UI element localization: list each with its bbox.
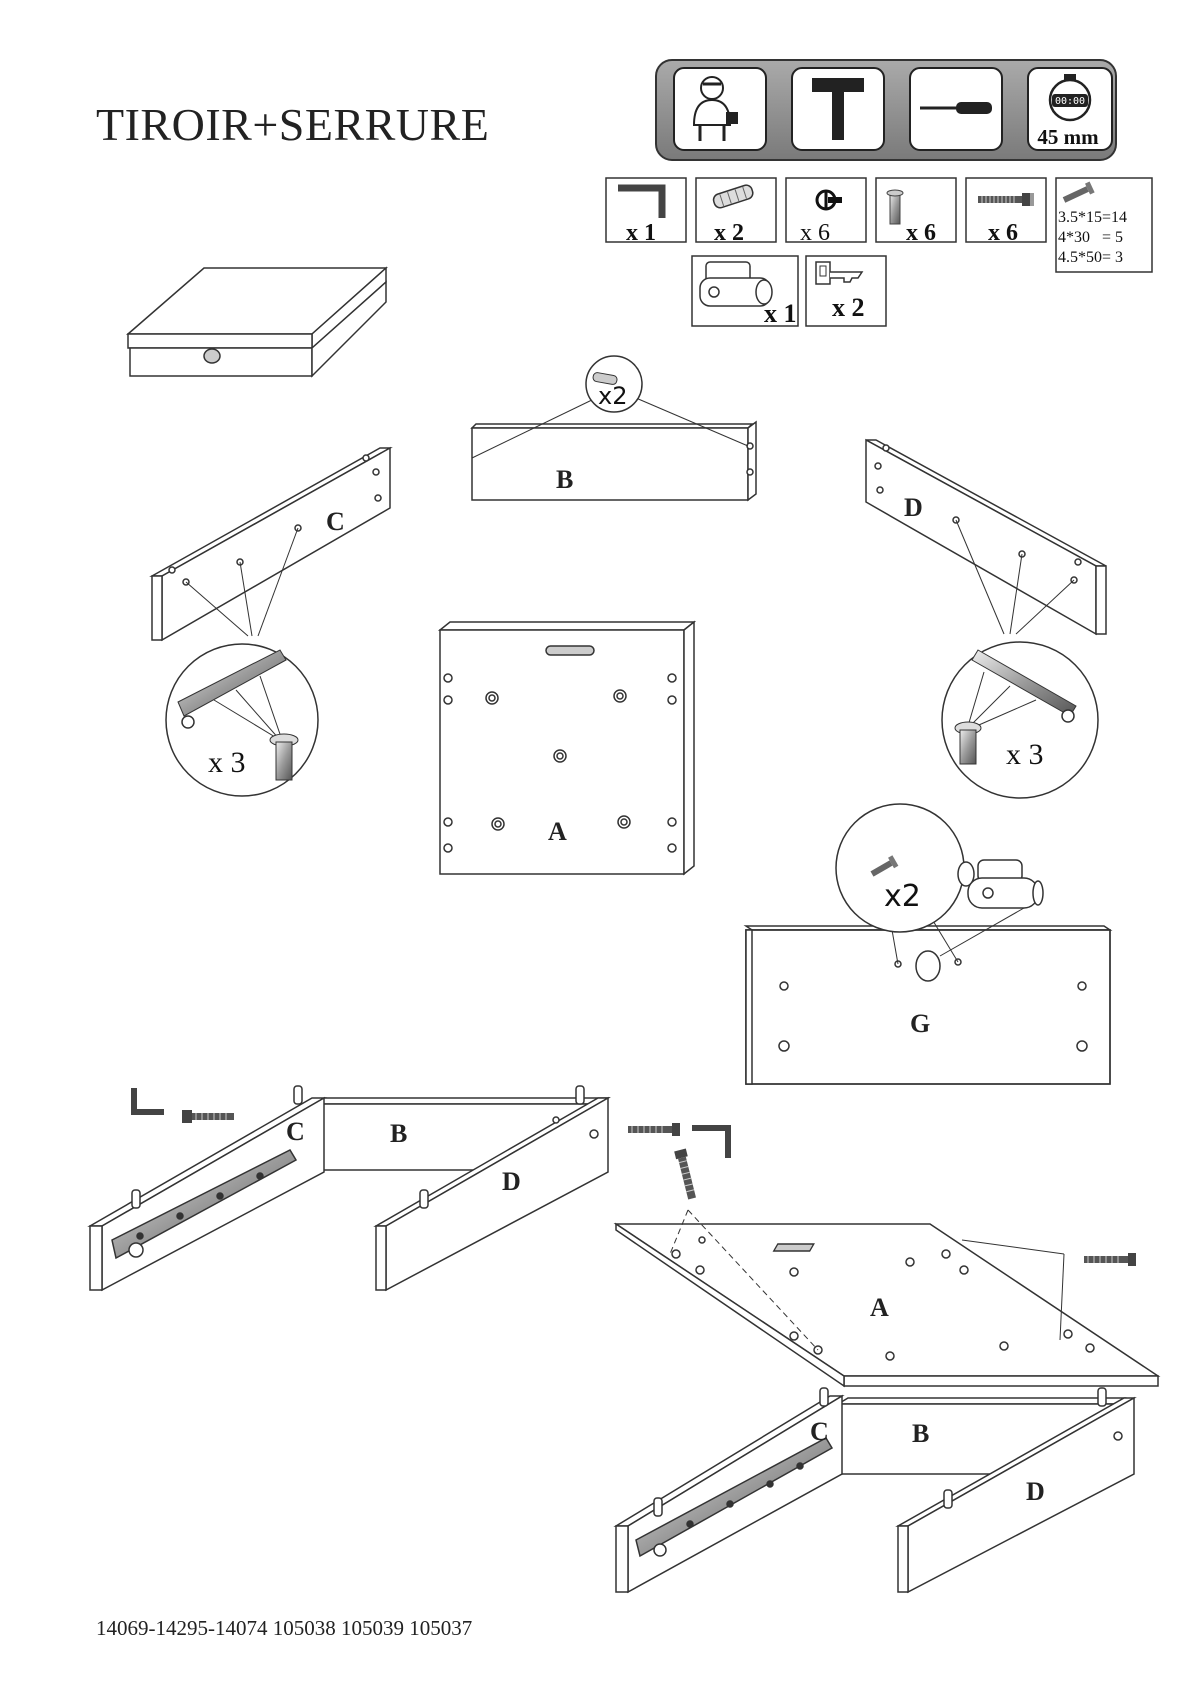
confirmat-screw-icon xyxy=(182,1110,234,1123)
euro-screw-qty: x 6 xyxy=(906,220,936,246)
dowel-callout: x2 xyxy=(471,355,749,459)
step2-panel-d-label: D xyxy=(1026,1477,1045,1506)
euro-screw-item: x 6 xyxy=(875,177,957,246)
step1-panel-c-label: C xyxy=(286,1117,305,1146)
runner-callout-left: x 3 xyxy=(165,527,319,797)
key-icon xyxy=(815,261,864,285)
screwdriver-icon xyxy=(909,67,1003,151)
step1-tools xyxy=(131,1088,731,1158)
step1-panel-b-label: B xyxy=(390,1119,407,1148)
cam-lock-qty: x 6 xyxy=(800,220,830,246)
drawer-lock-icon xyxy=(699,261,773,307)
allen-key-qty: x 1 xyxy=(626,220,656,246)
assembly-time-label: 45 mm xyxy=(1037,125,1099,149)
key-item: x 2 xyxy=(805,255,887,327)
runner-left-qty: x 3 xyxy=(208,746,246,779)
step2-tools xyxy=(669,1148,1136,1351)
wooden-dowel-icon xyxy=(712,184,754,209)
panel-a: A xyxy=(437,620,697,876)
allen-key-icon xyxy=(692,1125,731,1158)
euro-screw-icon xyxy=(269,733,299,781)
wood-screw-icon xyxy=(1062,181,1095,203)
wood-screw-icon xyxy=(870,855,899,877)
tools-bar: 00:00 45 mm xyxy=(655,59,1117,161)
panel-a-label: A xyxy=(548,817,567,846)
panel-c-label: C xyxy=(326,507,345,536)
hammer-icon xyxy=(791,67,885,151)
finished-drawer-illustration xyxy=(125,266,388,378)
euro-screw-icon xyxy=(954,721,982,765)
drawer-lock-qty: x 1 xyxy=(764,299,797,328)
step2-panel-c-label: C xyxy=(810,1417,829,1446)
page-title: TIROIR+SERRURE xyxy=(96,99,490,150)
two-person-icon xyxy=(673,67,767,151)
runner-callout-right: x 3 xyxy=(941,519,1099,799)
panel-d-label: D xyxy=(904,493,923,522)
confirmat-screw-qty: x 6 xyxy=(988,220,1018,246)
confirmat-screw-icon xyxy=(628,1123,680,1136)
key-qty: x 2 xyxy=(832,293,865,322)
timer-display: 00:00 xyxy=(1055,96,1085,107)
wood-screw-item: 3.5*15=14 4*30 = 5 4.5*50= 3 xyxy=(1055,177,1153,273)
confirmat-screw-icon xyxy=(1084,1253,1136,1266)
step2-panel-b-label: B xyxy=(912,1419,929,1448)
panel-d: D xyxy=(865,438,1107,636)
panel-c: C xyxy=(149,446,393,642)
wood-screw-spec-2: 4*30 = 5 xyxy=(1058,229,1123,246)
panel-g-label: G xyxy=(910,1009,930,1038)
dowel-icon xyxy=(592,372,618,385)
allen-key-icon xyxy=(131,1088,164,1115)
cam-lock-item: x 6 xyxy=(785,177,867,246)
allen-key-item: x 1 xyxy=(605,177,687,246)
lock-screw-callout: x2 xyxy=(835,803,1044,965)
step2-panel-a-label: A xyxy=(870,1293,889,1322)
assembly-step-bottom: C B D A xyxy=(613,1222,1161,1594)
confirmat-screw-icon xyxy=(674,1148,696,1200)
timer-icon: 00:00 45 mm xyxy=(1027,67,1113,151)
wood-screw-spec-1: 3.5*15=14 xyxy=(1058,209,1127,226)
hardware-list: x 1 x 2 x 6 xyxy=(605,177,1153,328)
panel-b-label: B xyxy=(556,465,573,494)
drawer-lock-icon xyxy=(957,859,1044,909)
wood-screw-spec-3: 4.5*50= 3 xyxy=(1058,249,1123,266)
dowel-callout-qty: x2 xyxy=(598,382,627,410)
step1-panel-d-label: D xyxy=(502,1167,521,1196)
panel-g: G xyxy=(743,925,1113,1085)
cam-lock-icon xyxy=(815,189,842,211)
drawer-runner-icon xyxy=(177,649,287,717)
document-code: 14069-14295-14074 105038 105039 105037 xyxy=(96,1616,473,1640)
confirmat-screw-item: x 6 xyxy=(965,177,1047,246)
runner-right-qty: x 3 xyxy=(1006,738,1044,771)
allen-key-icon xyxy=(618,184,666,218)
confirmat-screw-icon xyxy=(978,193,1034,206)
lock-screw-qty: x2 xyxy=(884,879,921,914)
wooden-dowel-qty: x 2 xyxy=(714,220,744,246)
panel-b: B xyxy=(470,420,757,502)
drawer-lock-item: x 1 xyxy=(691,255,799,328)
wooden-dowel-item: x 2 xyxy=(695,177,777,246)
euro-screw-icon xyxy=(886,189,904,225)
assembly-step-frame: B C D xyxy=(87,1085,611,1292)
